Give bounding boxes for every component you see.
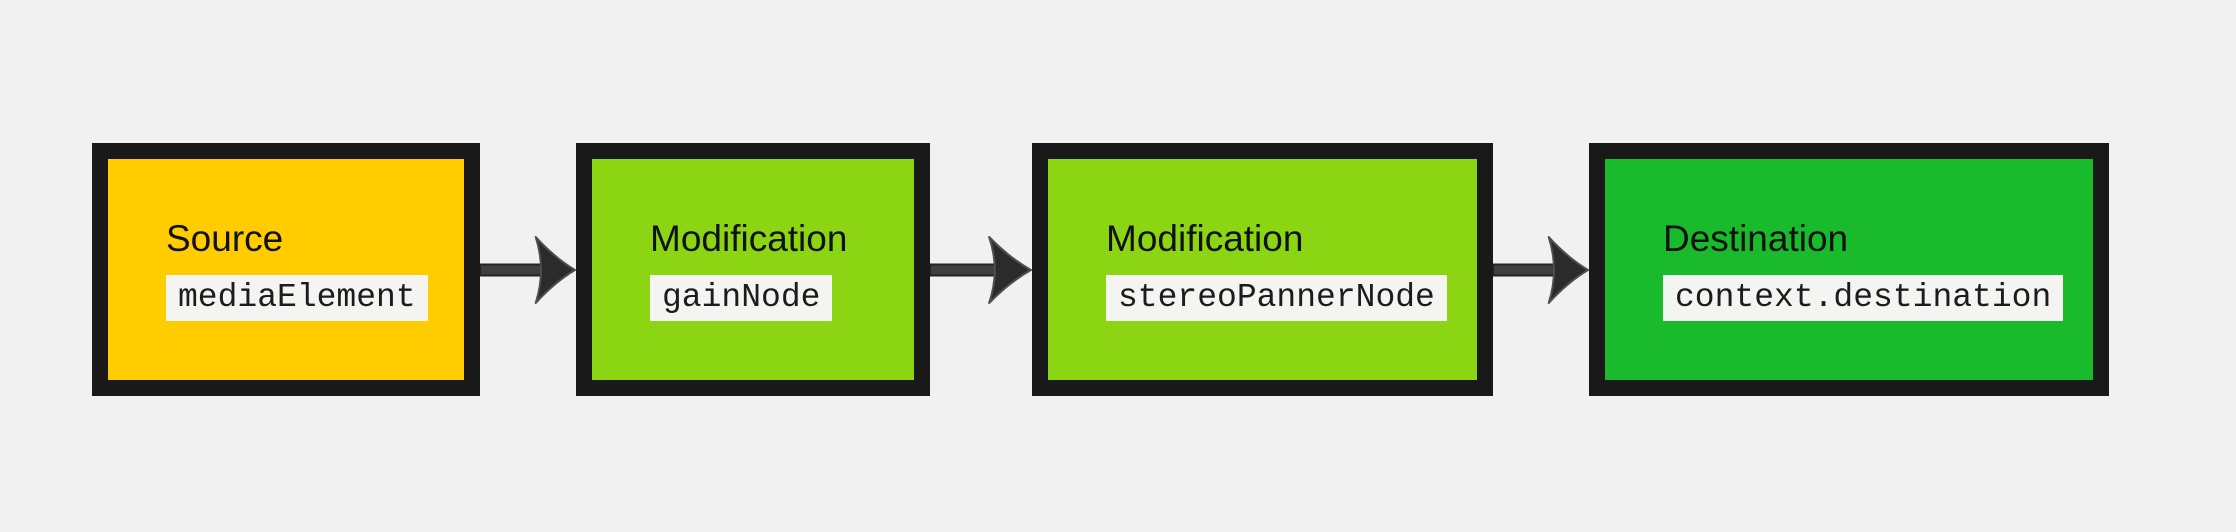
- flow-arrow-icon: [480, 234, 576, 306]
- node-modification-gain-title: Modification: [650, 217, 848, 259]
- node-destination-title: Destination: [1663, 217, 1849, 259]
- flow-arrow-icon: [1493, 234, 1589, 306]
- node-modification-panner-title: Modification: [1106, 217, 1304, 259]
- node-destination-code: context.destination: [1663, 275, 2064, 322]
- node-modification-gain: Modification gainNode: [576, 143, 930, 396]
- flow-arrow-icon: [930, 234, 1032, 306]
- node-destination: Destination context.destination: [1589, 143, 2109, 396]
- node-modification-panner: Modification stereoPannerNode: [1032, 143, 1493, 396]
- node-source-title: Source: [166, 217, 284, 259]
- node-source: Source mediaElement: [92, 143, 480, 396]
- node-modification-gain-code: gainNode: [650, 275, 833, 322]
- flow-row: Source mediaElement Modification gainNod…: [92, 143, 2109, 396]
- node-modification-panner-code: stereoPannerNode: [1106, 275, 1447, 322]
- node-source-code: mediaElement: [166, 275, 428, 322]
